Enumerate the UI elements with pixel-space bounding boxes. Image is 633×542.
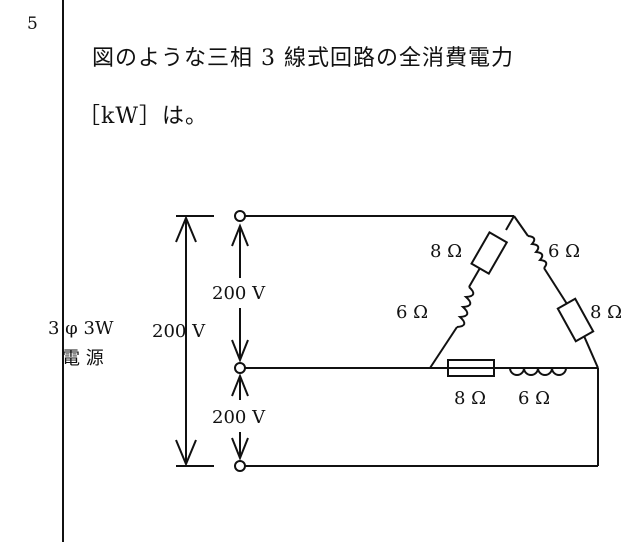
question-number: 5 <box>27 14 38 34</box>
question-line-2: ［kW］は。 <box>78 104 208 129</box>
terminal-top <box>234 210 246 222</box>
wire-right-3 <box>583 335 599 369</box>
resistor-right <box>556 297 595 343</box>
arrow-total-head-up <box>175 215 197 243</box>
inductor-left <box>456 286 475 328</box>
inductor-right <box>527 235 548 269</box>
inductor-bottom <box>509 367 567 376</box>
r-right-label: 8 Ω <box>590 302 622 323</box>
wire-right-2 <box>543 267 568 305</box>
source-label-2: 電 源 <box>62 348 104 369</box>
arrow-bottom-head-down <box>231 437 249 461</box>
arrow-top-head-down <box>231 339 249 363</box>
voltage-top-label: 200 V <box>212 283 266 304</box>
question-line-1: 図のような三相 3 線式回路の全消費電力 <box>92 46 514 71</box>
wire-left-1 <box>505 215 515 231</box>
x-right-label: 6 Ω <box>548 241 580 262</box>
terminal-middle <box>234 362 246 374</box>
voltage-total-label: 200 V <box>152 321 206 342</box>
source-label-1: 3 φ 3W <box>48 318 114 339</box>
terminal-bottom <box>234 460 246 472</box>
resistor-left <box>470 231 509 275</box>
r-bottom-label: 8 Ω <box>454 388 486 409</box>
arrow-top-head-up <box>231 223 249 247</box>
x-left-label: 6 Ω <box>396 302 428 323</box>
arrow-bottom-head-up <box>231 373 249 397</box>
r-left-label: 8 Ω <box>430 241 462 262</box>
voltage-bottom-label: 200 V <box>212 407 266 428</box>
arrow-total-head-down <box>175 439 197 467</box>
margin-rule <box>62 0 64 542</box>
x-bottom-label: 6 Ω <box>518 388 550 409</box>
question-text: 図のような三相 3 線式回路の全消費電力 ［kW］は。 <box>78 30 623 146</box>
wire-right-1 <box>513 215 529 237</box>
wire-left-2 <box>468 267 481 288</box>
wire-left-3 <box>429 326 458 369</box>
